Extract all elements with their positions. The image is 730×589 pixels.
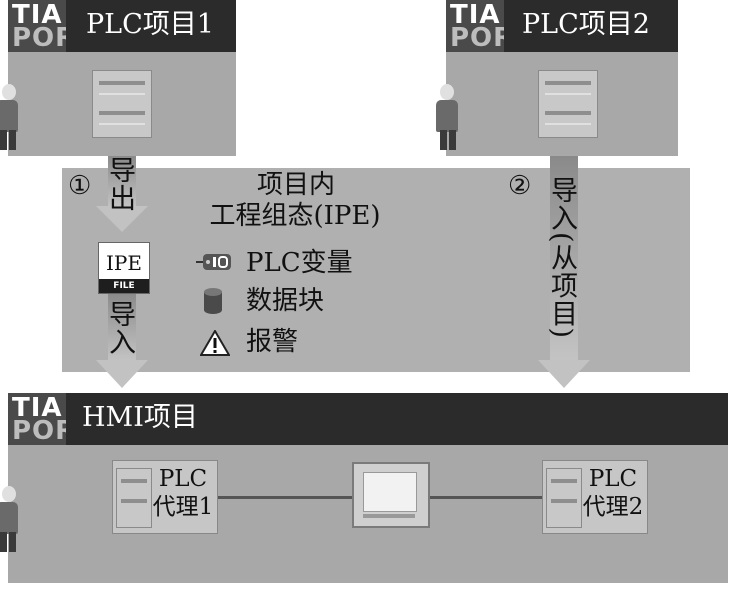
plc-proxy-2-line2: 代理2 [582,494,644,520]
plc-proxy-1-line2: 代理1 [152,494,214,520]
export-arrow [96,156,148,232]
ipe-file-label: IPE [106,251,142,275]
plc-2-device-icon [538,70,598,138]
ipe-item-alarms: 报警 [246,327,299,357]
export-label: 导出 [104,156,135,212]
ipe-file-icon[interactable]: IPE FILE [98,242,150,294]
hmi-project-titlebar: TIA POR HMI项目 [8,393,728,445]
plc-project-2-title: PLC项目2 [522,9,650,40]
plc-project-2-titlebar: TIA POR PLC项目2 [446,0,678,52]
import-arrow [96,292,148,388]
ipe-title-line1: 项目内 [256,170,335,200]
import-from-project-label: 导入(从项目) [546,176,577,340]
plc-tag-icon [196,251,232,273]
plc-proxy-1-device-icon [116,468,152,528]
tia-portal-logo: TIA POR [446,0,504,52]
step-1-marker: ① [68,171,92,201]
plc-1-device-icon [92,70,152,138]
warning-icon [199,329,231,356]
hmi-project-title: HMI项目 [82,402,198,433]
tia-portal-logo: TIA POR [8,393,66,445]
ipe-item-plc-tags: PLC变量 [246,248,353,278]
hmi-panel-device[interactable] [352,462,430,528]
plc-proxy-1-line1: PLC [158,466,208,492]
tia-portal-logo: TIA POR [8,0,66,52]
ipe-title-line2: 工程组态(IPE) [209,201,381,231]
plc-proxy-2-line1: PLC [588,466,638,492]
ipe-file-sub: FILE [113,281,135,291]
import-from-project-arrow [538,156,590,388]
plc-proxy-2-device-icon [546,468,582,528]
step-2-marker: ② [508,171,532,201]
import-label: 导入 [104,300,135,356]
ipe-item-data-blocks: 数据块 [246,286,325,316]
plc-project-1-title: PLC项目1 [86,9,214,40]
plc-project-1-titlebar: TIA POR PLC项目1 [8,0,236,52]
ipe-panel [62,168,690,372]
data-block-icon [204,288,222,314]
